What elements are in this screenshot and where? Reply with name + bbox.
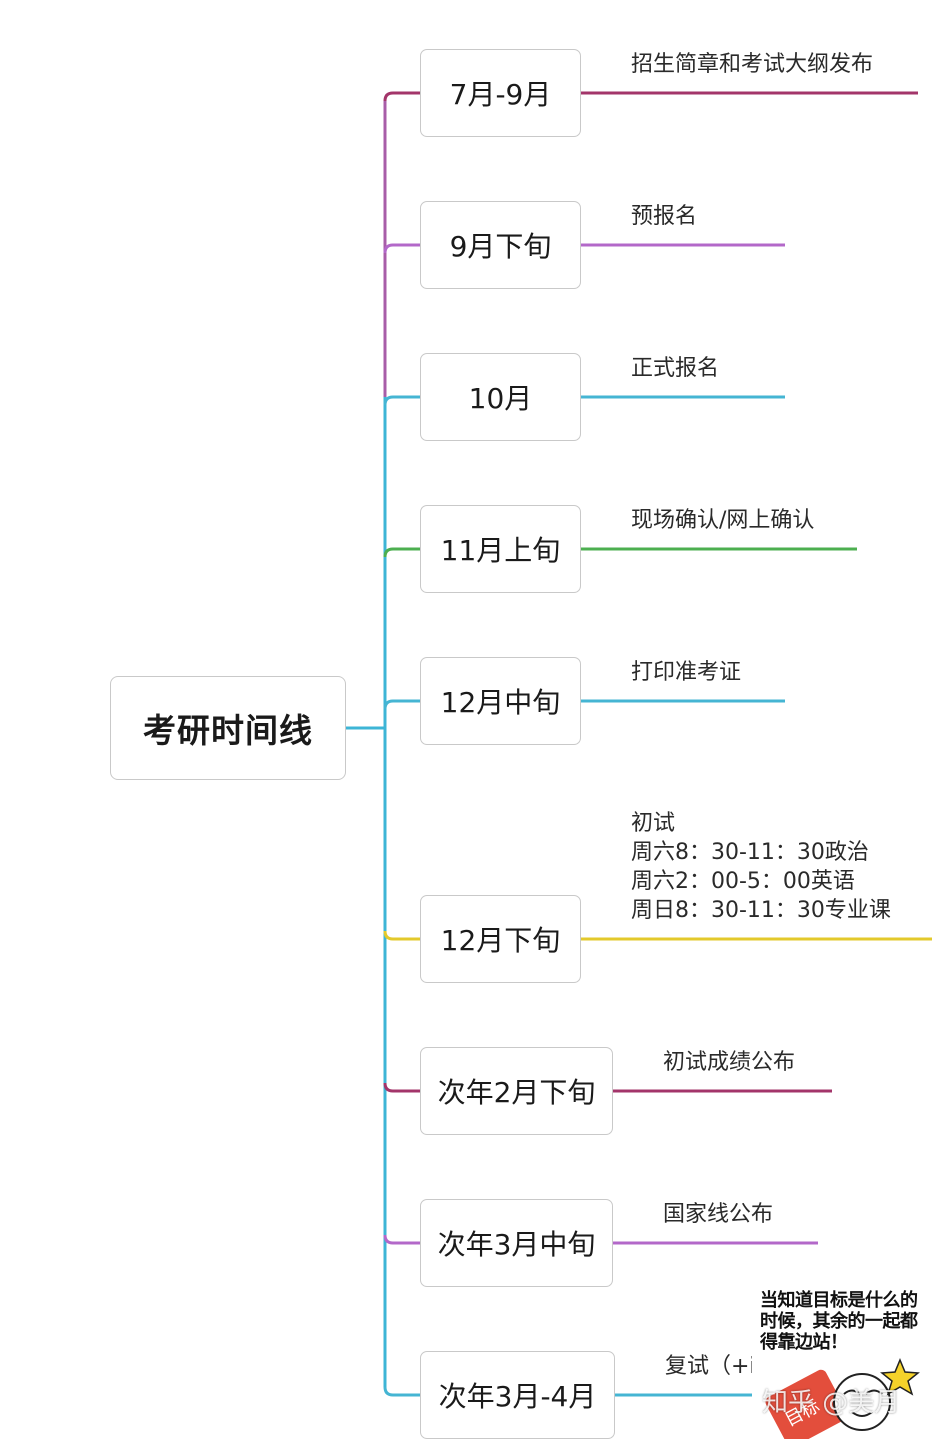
description-line: 初试 <box>631 811 676 836</box>
description-line: 周六2：00-5：00英语 <box>631 869 855 894</box>
sticker-text: 当知道目标是什么的时候，其余的一起都得靠边站！ <box>760 1290 918 1353</box>
description-line: 国家线公布 <box>663 1202 774 1227</box>
branch-connector <box>383 547 420 558</box>
branch-connector <box>383 1234 420 1245</box>
description-line: 正式报名 <box>631 356 720 381</box>
watermark: 知乎 @美月 <box>762 1388 901 1418</box>
cartoon-illustration: 目标 <box>765 1358 920 1439</box>
event-description: 招生简章和考试大纲发布 <box>631 50 873 79</box>
timeline-node[interactable]: 次年3月中旬 <box>420 1199 613 1287</box>
timeline-node[interactable]: 次年2月下旬 <box>420 1047 613 1135</box>
event-description: 复试（+i <box>665 1352 756 1381</box>
branch-connector <box>383 699 420 710</box>
timeline-node[interactable]: 11月上旬 <box>420 505 581 593</box>
root-node[interactable]: 考研时间线 <box>110 676 346 780</box>
description-line: 现场确认/网上确认 <box>631 508 815 533</box>
description-line: 初试成绩公布 <box>663 1050 796 1075</box>
timeline-node[interactable]: 9月下旬 <box>420 201 581 289</box>
branch-connector <box>383 1386 420 1397</box>
timeline-node[interactable]: 10月 <box>420 353 581 441</box>
description-line: 预报名 <box>631 204 698 229</box>
branch-connector <box>383 930 420 941</box>
event-description: 现场确认/网上确认 <box>631 506 814 535</box>
description-line: 周日8：30-11：30专业课 <box>631 898 891 923</box>
description-line: 招生简章和考试大纲发布 <box>631 52 874 77</box>
branch-connector <box>383 91 420 102</box>
event-description: 打印准考证 <box>631 658 741 687</box>
motivation-sticker: 当知道目标是什么的时候，其余的一起都得靠边站！ 目标 <box>752 1284 936 1439</box>
description-line: 复试（+i <box>665 1354 756 1379</box>
timeline-node[interactable]: 12月中旬 <box>420 657 581 745</box>
event-description: 初试周六8：30-11：30政治周六2：00-5：00英语周日8：30-11：3… <box>631 809 891 925</box>
branch-connector <box>383 395 420 406</box>
timeline-node[interactable]: 次年3月-4月 <box>420 1351 615 1439</box>
branch-connector <box>383 243 420 254</box>
description-line: 打印准考证 <box>631 660 742 685</box>
description-line: 周六8：30-11：30政治 <box>631 840 869 865</box>
event-description: 国家线公布 <box>663 1200 773 1229</box>
timeline-node[interactable]: 12月下旬 <box>420 895 581 983</box>
event-description: 预报名 <box>631 202 697 231</box>
branch-connector <box>383 1082 420 1093</box>
event-description: 正式报名 <box>631 354 719 383</box>
event-description: 初试成绩公布 <box>663 1048 795 1077</box>
timeline-node[interactable]: 7月-9月 <box>420 49 581 137</box>
